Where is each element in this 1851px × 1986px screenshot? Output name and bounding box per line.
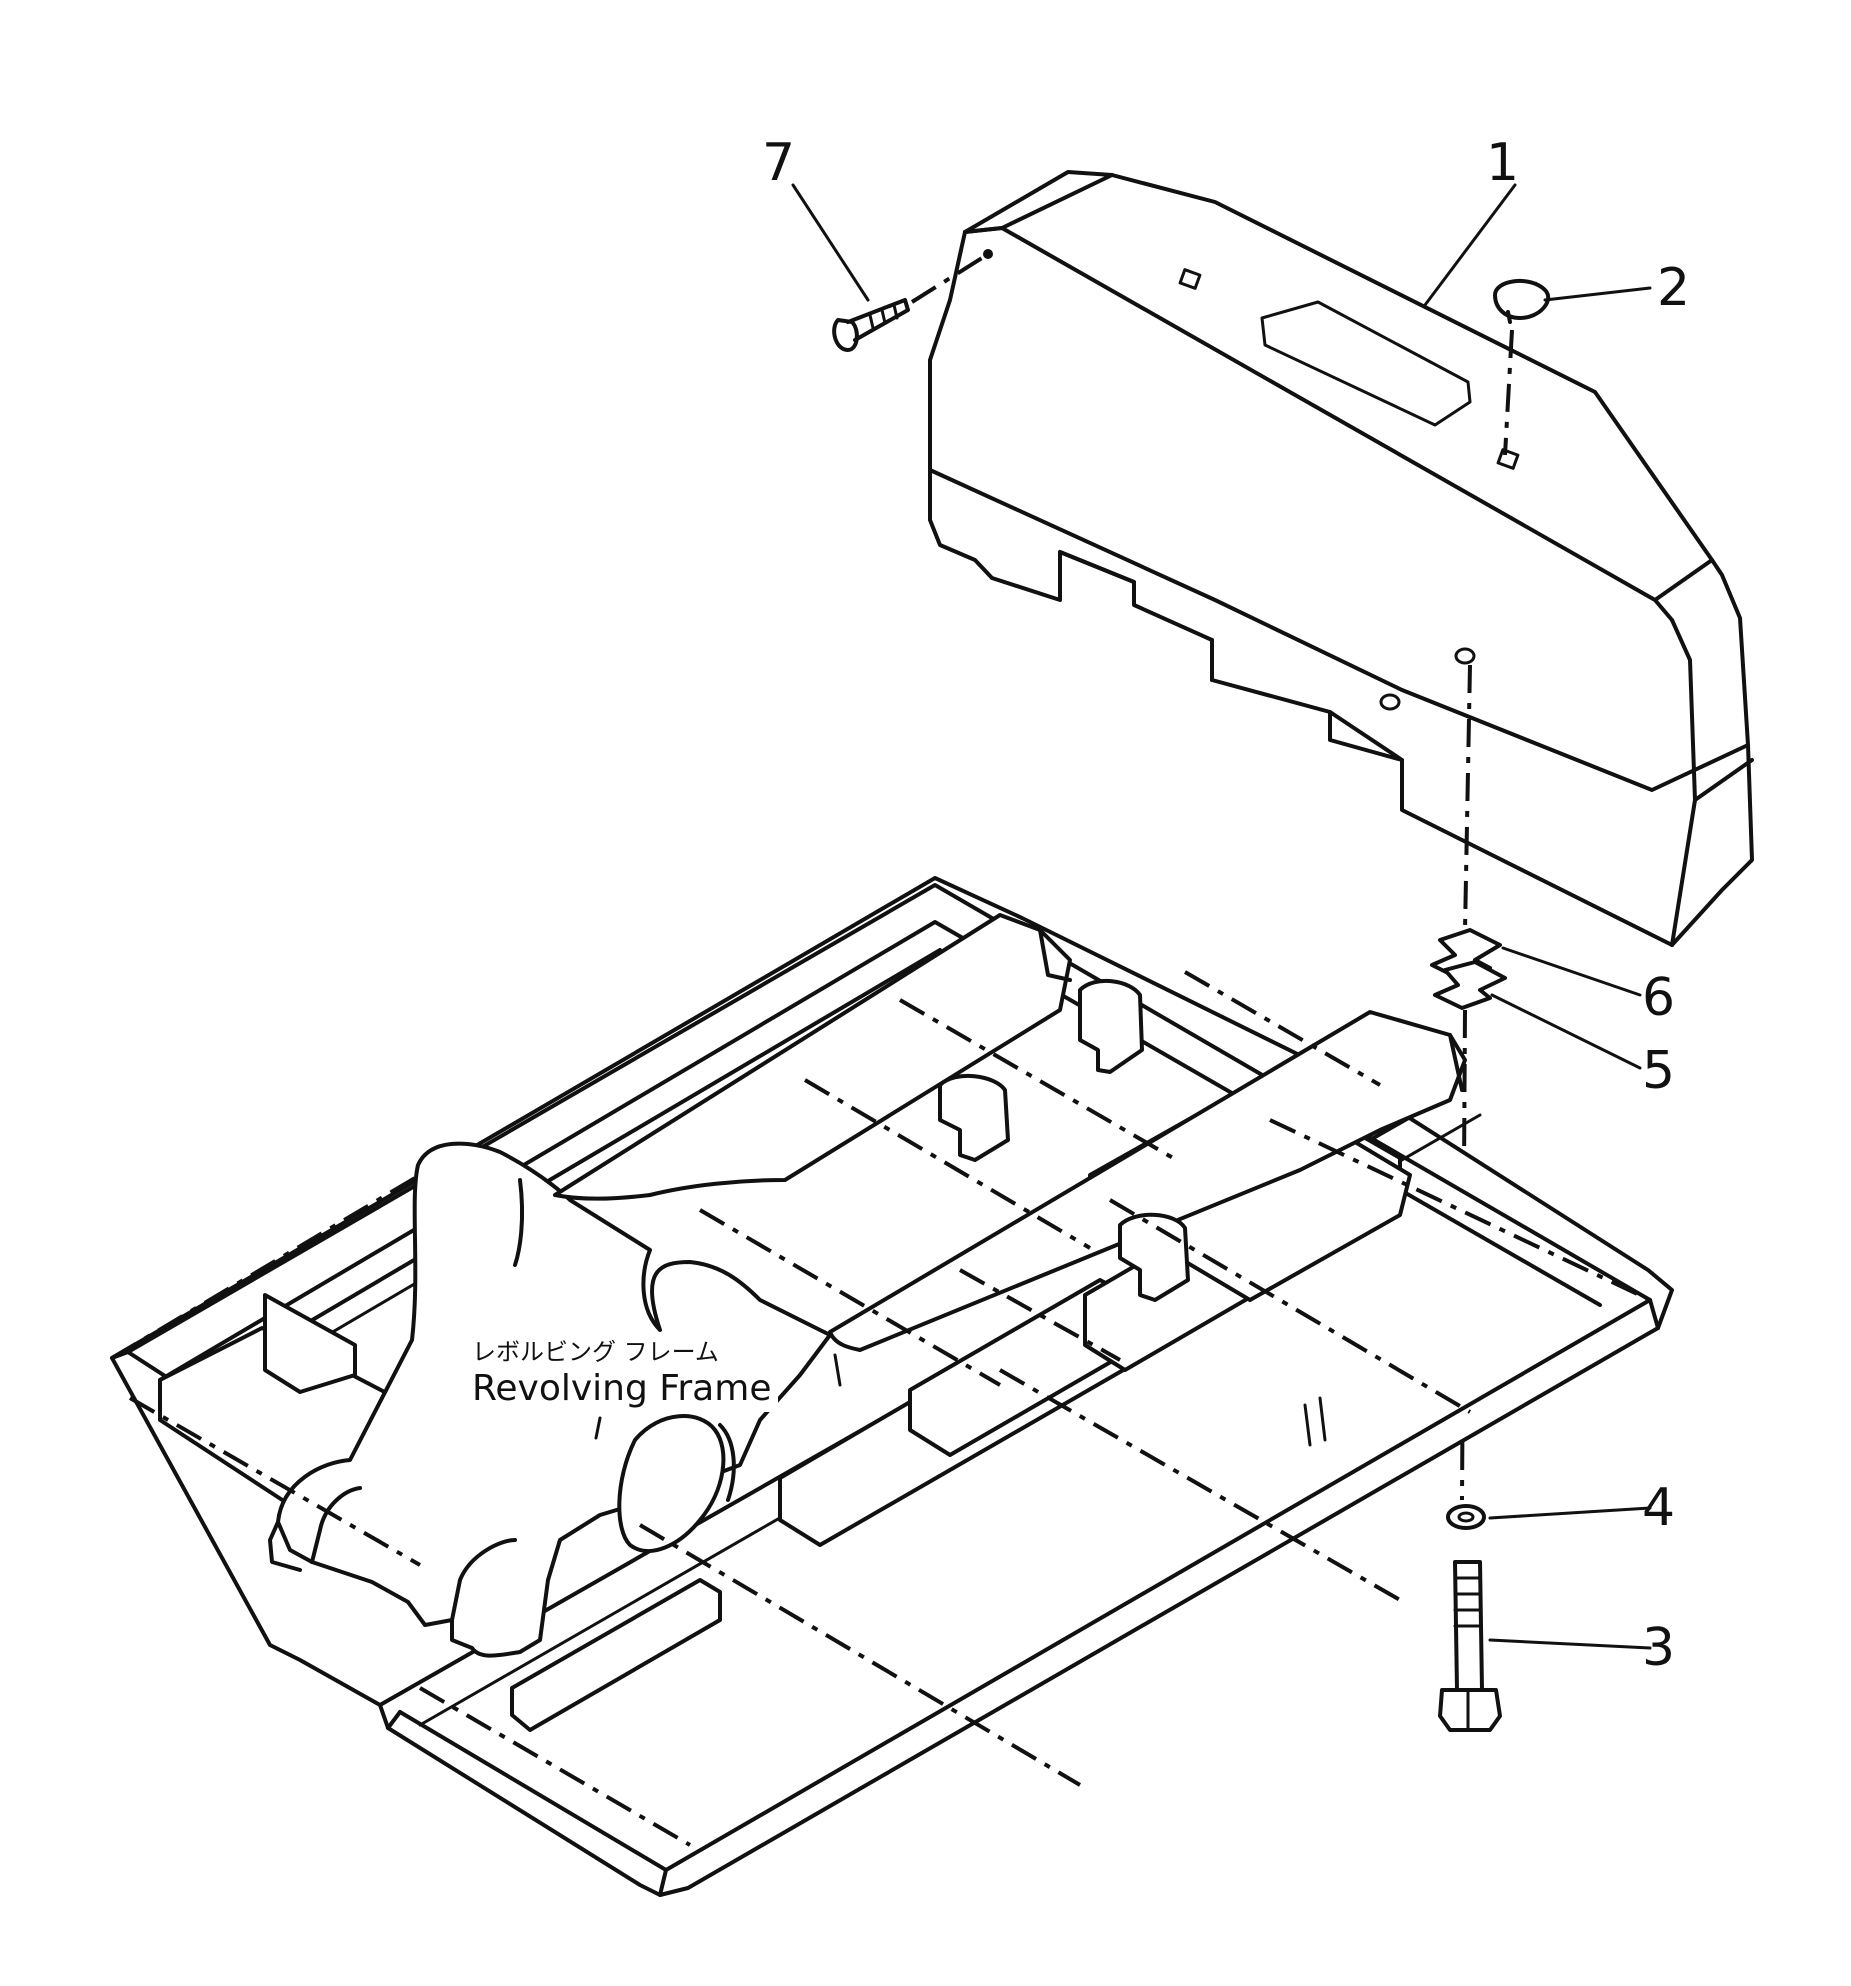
bolt-7 — [832, 256, 984, 352]
leader-lines — [594, 183, 1652, 1650]
revolving-frame — [110, 876, 1674, 1897]
callout-2: 2 — [1657, 258, 1690, 318]
callout-1: 1 — [1486, 133, 1519, 193]
frame-label-background — [468, 1340, 778, 1412]
callout-4: 4 — [1642, 1478, 1675, 1538]
plug — [1493, 278, 1551, 456]
frame-label-english: Revolving Frame — [472, 1368, 771, 1409]
callout-3: 3 — [1642, 1618, 1675, 1678]
washer — [1446, 1504, 1486, 1530]
counterweight — [928, 170, 1754, 947]
shims — [1430, 928, 1507, 1010]
callout-7: 7 — [762, 133, 795, 193]
frame-label-japanese: レボルビング フレーム — [472, 1338, 719, 1366]
callout-6: 6 — [1642, 968, 1675, 1028]
callout-5: 5 — [1642, 1041, 1675, 1101]
bolt-3 — [1438, 1560, 1502, 1732]
